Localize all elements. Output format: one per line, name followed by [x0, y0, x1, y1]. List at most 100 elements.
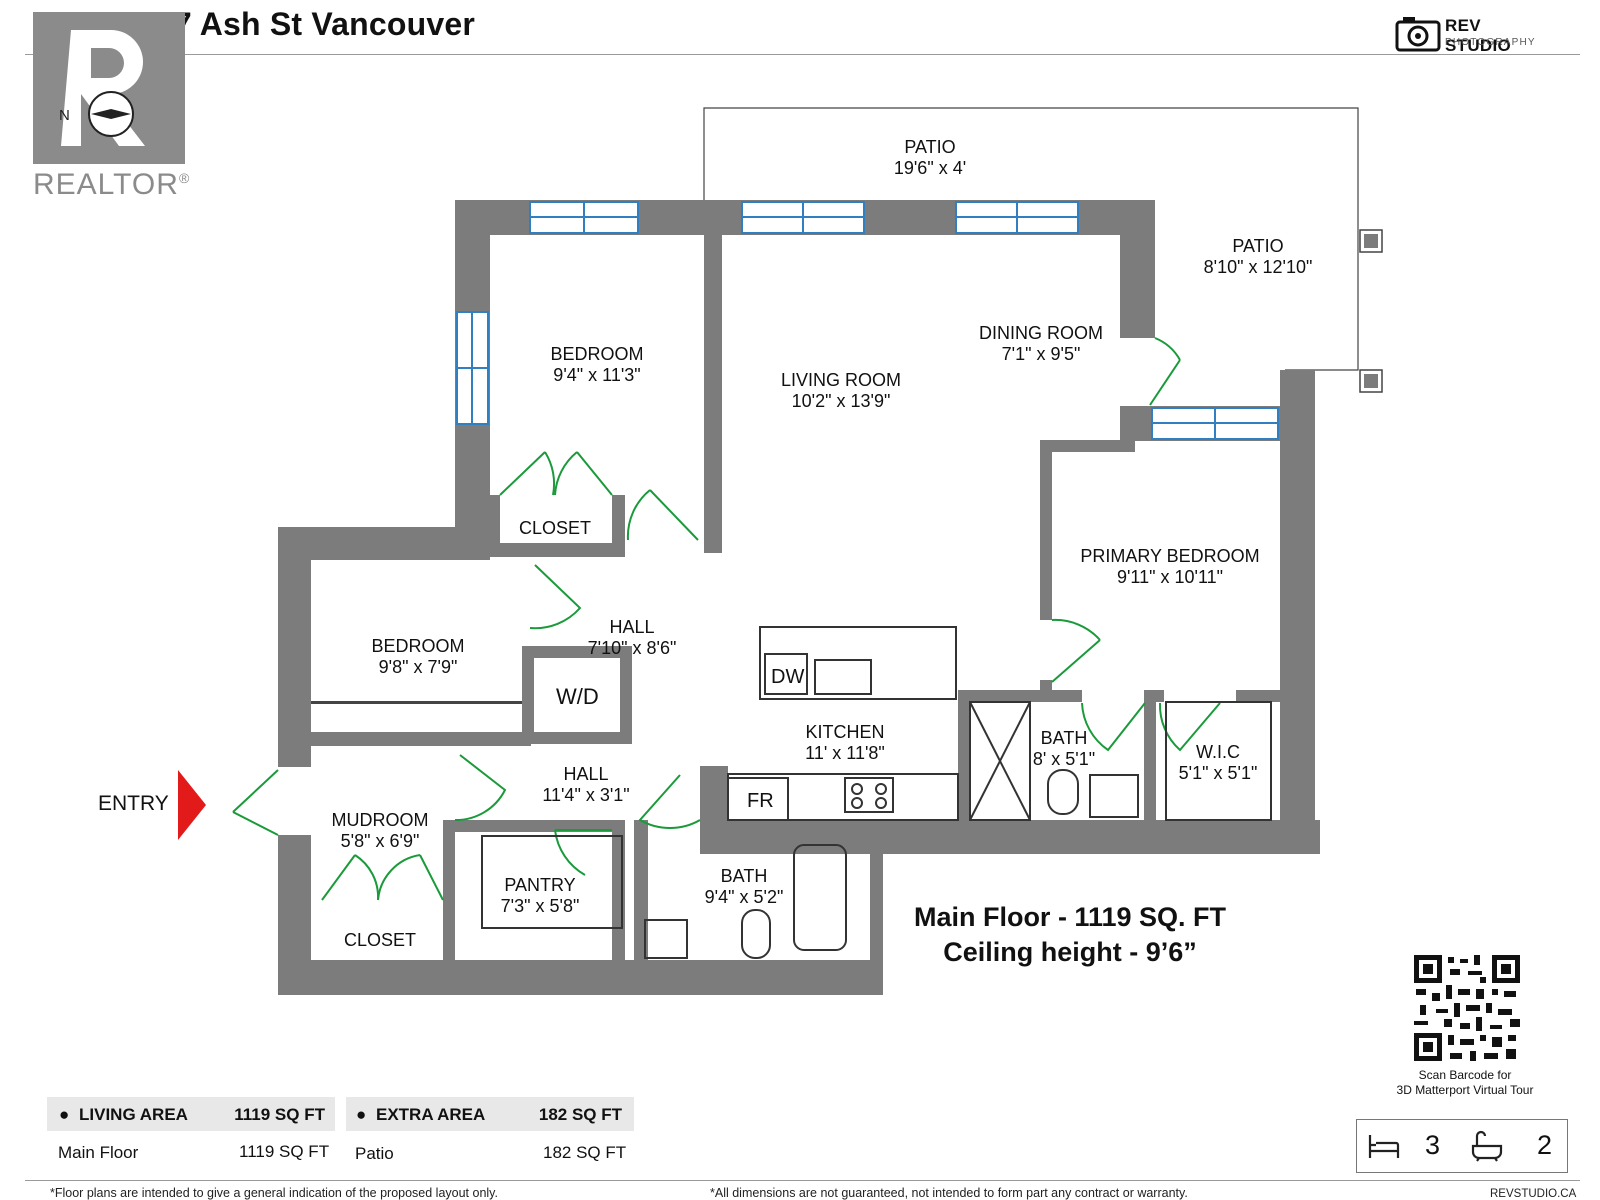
room-name: PRIMARY BEDROOM — [1080, 546, 1260, 566]
cooktop — [844, 777, 894, 813]
extra-area-label: EXTRA AREA — [376, 1105, 486, 1124]
living-area-header: ● LIVING AREA 1119 SQ FT — [47, 1097, 335, 1131]
floor-area-line: Main Floor - 1119 SQ. FT — [913, 902, 1227, 932]
room-dims: 7'3" x 5'8" — [500, 896, 580, 916]
room-name: CLOSET — [343, 930, 417, 950]
room-dims: 9'4" x 11'3" — [553, 365, 641, 385]
extra-area-row-label: Patio — [355, 1144, 394, 1163]
fridge — [727, 777, 789, 821]
shower — [969, 701, 1031, 821]
room-dims: 11'4" x 3'1" — [542, 785, 630, 805]
compass-north-letter: N — [59, 107, 70, 124]
brand-logo: REV STUDIO PHOTOGRAPHY — [1395, 14, 1545, 55]
room-name: BATH — [1040, 728, 1088, 748]
footer-divider — [25, 1180, 1580, 1181]
room-dims: 5'1" x 5'1" — [1178, 763, 1258, 783]
bathroom-count: 2 — [1537, 1130, 1553, 1160]
bath-sink — [1089, 774, 1139, 818]
living-area-total: 1119 SQ FT — [234, 1105, 325, 1124]
realtor-word: REALTOR — [33, 168, 179, 201]
pantry-shelf — [481, 835, 623, 929]
bathtub-icon — [1471, 1130, 1503, 1162]
room-dims: 9'8" x 7'9" — [378, 657, 458, 677]
extra-area-header: ● EXTRA AREA 182 SQ FT — [346, 1097, 634, 1131]
room-dims: 10'2" x 13'9" — [791, 391, 891, 411]
room-name: W.I.C — [1195, 742, 1240, 762]
room-dims: 7'1" x 9'5" — [1001, 344, 1081, 364]
qr-caption-line2: 3D Matterport Virtual Tour — [1396, 1083, 1534, 1097]
room-name: KITCHEN — [805, 722, 885, 742]
room-counts: 3 2 — [1356, 1119, 1568, 1173]
qr-caption-line1: Scan Barcode for — [1418, 1068, 1512, 1082]
qr-code — [1414, 955, 1520, 1061]
footnote-layout: *Floor plans are intended to give a gene… — [50, 1186, 498, 1200]
kitchen-sink — [814, 659, 872, 695]
footer-website: REVSTUDIO.CA — [1490, 1188, 1577, 1200]
room-label-closet-2: CLOSET — [344, 930, 416, 951]
ceiling-height-line: Ceiling height - 9’6” — [943, 937, 1197, 967]
room-dims: 8'10" x 12'10" — [1203, 257, 1313, 277]
room-name: PATIO — [1232, 236, 1284, 256]
extra-area-total: 182 SQ FT — [538, 1105, 622, 1124]
entry-arrow — [178, 770, 206, 840]
patio-post — [1364, 374, 1378, 388]
room-dims: 9'11" x 10'11" — [1116, 567, 1224, 587]
qr-caption: Scan Barcode for 3D Matterport Virtual T… — [1375, 1068, 1555, 1098]
room-name: DINING ROOM — [979, 323, 1103, 343]
living-area-label: LIVING AREA — [79, 1105, 188, 1124]
room-name: CLOSET — [518, 518, 592, 538]
bullet-icon: ● — [59, 1105, 70, 1124]
floor-info: Main Floor - 1119 SQ. FT Ceiling height … — [905, 900, 1235, 970]
fixtures — [481, 626, 1272, 959]
registered-mark: ® — [178, 170, 191, 186]
walls — [278, 200, 1320, 995]
bullet-icon: ● — [356, 1105, 367, 1124]
realtor-logo: N — [33, 12, 185, 164]
windows — [456, 201, 1279, 440]
brand-name: REV STUDIO — [1445, 16, 1512, 55]
entry-label: ENTRY — [98, 792, 169, 815]
room-name: BEDROOM — [550, 344, 644, 364]
room-name: BATH — [720, 866, 768, 886]
brand-subtitle: PHOTOGRAPHY — [1445, 37, 1536, 48]
wic-shelf — [1165, 701, 1272, 821]
living-area-row-value: 1119 SQ FT — [239, 1142, 330, 1161]
room-dims: 11' x 11'8" — [805, 743, 885, 763]
camera-icon — [1395, 17, 1441, 52]
room-label-closet-1: CLOSET — [519, 518, 591, 539]
room-name: PATIO — [904, 137, 956, 157]
patio-post — [1364, 234, 1378, 248]
bath-sink — [644, 919, 688, 959]
extra-area-row-value: 182 SQ FT — [543, 1143, 627, 1162]
bedroom-count: 3 — [1425, 1130, 1441, 1160]
realtor-wordmark: REALTOR® — [33, 168, 190, 202]
header-divider — [25, 54, 1580, 55]
bed-icon — [1368, 1135, 1400, 1158]
bathtub — [793, 844, 847, 951]
room-name: BEDROOM — [371, 636, 465, 656]
dishwasher — [764, 653, 808, 695]
room-dims: 9'4" x 5'2" — [704, 887, 784, 907]
fridge-label: FR — [747, 790, 774, 812]
room-name: LIVING ROOM — [780, 370, 902, 390]
kitchen-island — [759, 626, 957, 700]
washer-dryer-label: W/D — [556, 684, 599, 709]
room-dims: 19'6" x 4' — [893, 158, 967, 178]
room-name: PANTRY — [504, 875, 576, 895]
footnote-dimensions: *All dimensions are not guaranteed, not … — [710, 1186, 1188, 1200]
